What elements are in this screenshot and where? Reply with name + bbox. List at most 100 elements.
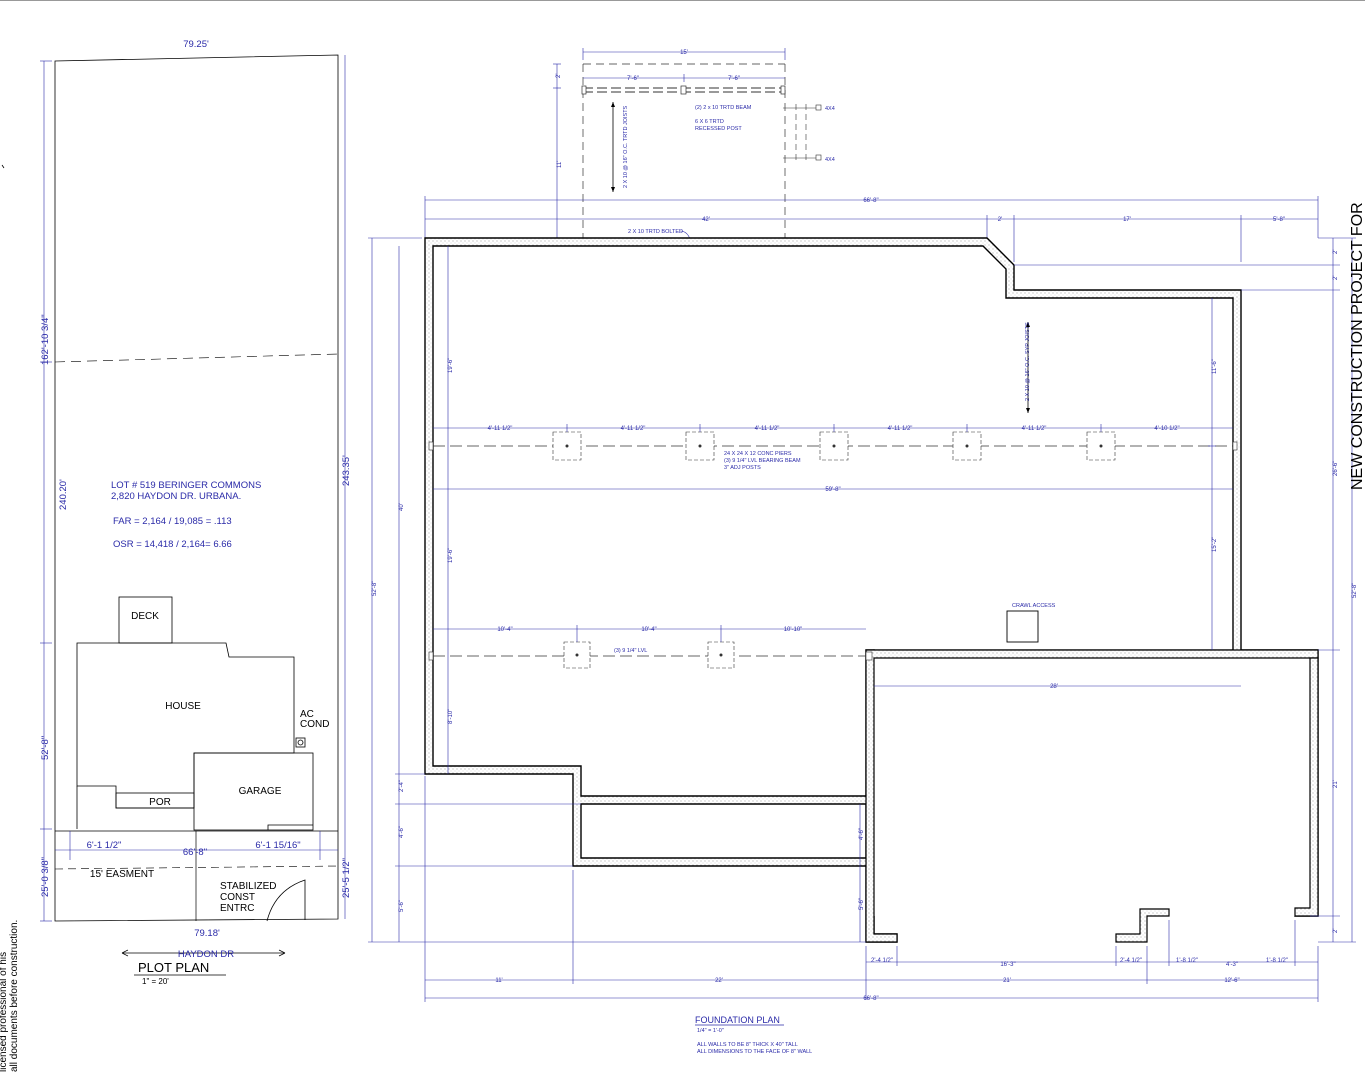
- plot-plan-title: PLOT PLAN: [138, 960, 209, 975]
- dim-11-6: 11'-6": [1212, 359, 1218, 374]
- deck-label: DECK: [131, 611, 159, 622]
- bottom-22: 22': [715, 978, 723, 984]
- osr-value: OSR = 14,418 / 2,164= 6.66: [113, 539, 232, 550]
- main-joist-note: 2 X 10 @ 16" O.C. SYP JOISTS: [1025, 322, 1031, 401]
- lower-space-3: 10'-10": [784, 627, 803, 633]
- ac-label-1: AC: [300, 709, 314, 720]
- crawl-access: [1006, 610, 1039, 643]
- dim-17: 17': [1123, 217, 1131, 223]
- construction-entrance: [266, 879, 306, 922]
- dim-26-6: 26'-6": [1333, 461, 1339, 476]
- lot-line1: LOT # 519 BERINGER COMMONS: [111, 480, 261, 491]
- house-footprint: [76, 642, 295, 809]
- dim-5-6-right: 5'-6": [859, 898, 865, 910]
- bottom-12-6: 12'-6": [1224, 978, 1239, 984]
- dim-5-8: 5'-8": [1273, 217, 1285, 223]
- side-left-dim: 6'-1 1/2": [87, 840, 122, 851]
- garage-label: GARAGE: [239, 786, 282, 797]
- beam-note: (2) 2 x 10 TRTD BEAM: [695, 105, 752, 111]
- garage-footprint: [193, 752, 314, 831]
- deck-half-right: 7'-6": [728, 76, 740, 82]
- lot-line2: 2,820 HAYDON DR. URBANA.: [111, 491, 241, 502]
- bottom-dim-6: 1'-8 1/2": [1266, 958, 1288, 964]
- bottom-dim-3: 2'-4 1/2": [1120, 958, 1142, 964]
- post-note-1: 6 X 6 TRTD: [695, 119, 724, 125]
- pier-space-4: 4'-11 1/2": [888, 426, 913, 432]
- easement-label: 15' EASMENT: [90, 869, 154, 880]
- foundation-plan: 4X4 4X4 15' 7'-6" 7'-6" 2' 11' (2) 2 x 1…: [368, 48, 1358, 1055]
- house-width-dim: 66'-8": [183, 847, 207, 858]
- pier-space-3: 4'-11 1/2": [755, 426, 780, 432]
- deck-half-left: 7'-6": [627, 76, 639, 82]
- dim-19-6-mid: 19'-6": [448, 548, 454, 563]
- lower-space-1: 10'-4": [497, 627, 512, 633]
- porch-footprint: [115, 792, 195, 809]
- post-4x4-top: 4X4: [825, 106, 835, 112]
- porch-label: POR: [149, 797, 171, 808]
- lvl-note: (3) 9 1/4" LVL: [614, 648, 647, 654]
- foundation-title: FOUNDATION PLAN: [695, 1015, 780, 1025]
- lower-space-2: 10'-4": [641, 627, 656, 633]
- upper-piers: [552, 431, 1116, 461]
- lot-top-width: 79.25': [183, 39, 209, 50]
- stab-label-2: CONST: [220, 892, 255, 903]
- lot-right-depth: 243.35': [341, 455, 352, 486]
- lot-setback: 240.20': [58, 479, 69, 510]
- bottom-dim-2: 16'-3": [1000, 962, 1015, 968]
- project-title: NEW CONSTRUCTION PROJECT FOR: [1349, 202, 1365, 490]
- foundation-scale: 1/4" = 1'-0": [697, 1028, 724, 1034]
- lot-bottom-width: 79.18': [194, 928, 220, 939]
- plot-plan: 79.25' 162'-10 3/4" 240.20' 52'-8" 25'-0…: [40, 39, 352, 986]
- pier-space-2: 4'-11 1/2": [621, 426, 646, 432]
- deck-depth-dim: 11': [557, 161, 563, 168]
- pier-space-6: 4'-10 1/2": [1154, 426, 1179, 432]
- overall-width-top: 66'-8": [863, 198, 878, 204]
- dim-15-2: 15'-2": [1212, 537, 1218, 552]
- lot-left-depth: 162'-10 3/4": [40, 314, 51, 365]
- dim-28: 28': [1050, 684, 1058, 690]
- ac-unit: [295, 737, 306, 748]
- front-setback-right: 25'-5 1/2": [341, 858, 352, 898]
- crawl-access-label: CRAWL ACCESS: [1012, 603, 1056, 609]
- bottom-overall: 66'-8": [863, 996, 878, 1002]
- house-label: HOUSE: [165, 701, 201, 712]
- setback-line: [54, 353, 339, 363]
- dim-52-8-left: 52'-8": [372, 581, 378, 596]
- side-right-dim: 6'-1 15/16": [255, 840, 300, 851]
- foundation-note-2: ALL DIMENSIONS TO THE FACE OF 8" WALL: [697, 1049, 812, 1055]
- far-value: FAR = 2,164 / 19,085 = .113: [113, 516, 232, 527]
- pier-note-3: 3" ADJ POSTS: [724, 465, 761, 471]
- dim-2-top: 2': [998, 217, 1002, 223]
- house-depth: 52'-8": [40, 736, 51, 760]
- lower-piers: [563, 641, 735, 669]
- pier-space-1: 4'-11 1/2": [488, 426, 513, 432]
- front-setback-left: 25'-0 3/8": [40, 857, 51, 897]
- deck-offset-dim: 2': [556, 74, 562, 78]
- dim-2-c: 2': [1333, 929, 1339, 933]
- dim-8-10: 8'-10": [448, 709, 454, 724]
- foundation-note-1: ALL WALLS TO BE 8" THICK X 40" TALL: [697, 1042, 798, 1048]
- dim-5-6-left: 5'-6": [399, 900, 405, 912]
- disclaimer-2: all documents before construction.: [9, 920, 20, 1072]
- deck-joist-note: 2 X 10 @ 16" O.C. TRTD JOISTS: [623, 105, 629, 188]
- street-label: HAYDON DR: [178, 949, 234, 960]
- plot-plan-scale: 1" = 20': [142, 977, 169, 986]
- dim-19-6-top: 19'-6": [448, 358, 454, 373]
- bottom-dim-4: 1'-8 1/2": [1176, 958, 1198, 964]
- dim-21-right: 21': [1333, 780, 1339, 788]
- easement-line: [54, 865, 339, 870]
- lot-outline: [54, 54, 339, 922]
- ac-label-2: COND: [300, 719, 329, 730]
- dim-52-8-right: 52'-8": [1352, 583, 1358, 598]
- dim-4-6-right: 4'-6": [859, 828, 865, 840]
- dim-4-6-left: 4'-6": [399, 826, 405, 838]
- dim-40: 40': [399, 503, 405, 511]
- dim-2-a: 2': [1333, 250, 1339, 254]
- dim-59-8: 59'-8": [825, 487, 840, 493]
- stab-label-3: ENTRC: [220, 903, 254, 914]
- dim-42: 42': [702, 217, 710, 223]
- stair-notch: [1115, 908, 1170, 943]
- pier-note-1: 24 X 24 X 12 CONC PIERS: [724, 451, 792, 457]
- pier-space-5: 4'-11 1/2": [1022, 426, 1047, 432]
